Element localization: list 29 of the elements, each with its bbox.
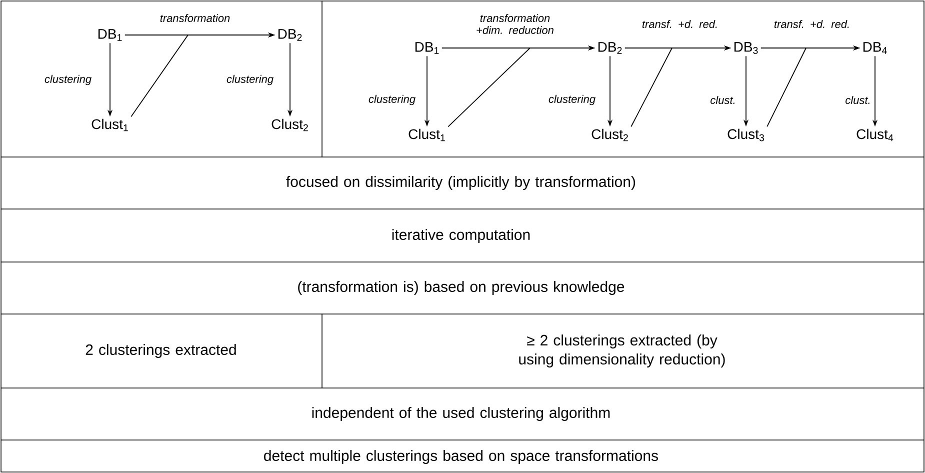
table-cell-text: (transformation is) based on previous knowledge [298, 281, 624, 295]
db-label: DB$_{3}$ [734, 42, 758, 54]
edge-label: transformation +dim. reduction [476, 14, 554, 34]
table-cell-text: focused on dissimilarity (implicitly by transformation) [286, 176, 636, 190]
edge-label: clustering [44, 74, 92, 86]
db-label: DB$_{4}$ [863, 42, 887, 54]
table-cell-text: independent of the used clustering algorithm [312, 407, 610, 421]
db-label: Clust$_{3}$ [728, 128, 764, 142]
edge-label: clustering [548, 94, 596, 106]
db-label: DB$_{1}$ [98, 29, 122, 41]
db-label: DB$_{2}$ [278, 29, 302, 41]
edge-label: clust. [710, 96, 734, 104]
edge-label: transf. +d. red. [642, 20, 717, 28]
edge-label: transformation [160, 14, 230, 22]
db-label: Clust$_{1}$ [92, 118, 128, 132]
table-cell-text: iterative computation [392, 229, 530, 243]
table-cell-text: ≥ 2 clusterings extracted (by using dimensionality reduction) [519, 334, 725, 368]
db-label: Clust$_{1}$ [408, 128, 445, 142]
edge-label: clustering [368, 94, 416, 106]
edge-label: clust. [846, 96, 870, 104]
table-cell-text: 2 clusterings extracted [86, 344, 236, 358]
db-label: Clust$_{2}$ [592, 128, 628, 142]
edge-label: clustering [226, 74, 274, 86]
edge-label: transf. +d. red. [774, 20, 849, 28]
db-label: Clust$_{2}$ [272, 118, 308, 132]
table-cell-text: detect multiple clusterings based on space transformations [264, 450, 658, 464]
db-label: DB$_{1}$ [415, 42, 439, 54]
db-label: DB$_{2}$ [598, 42, 622, 54]
db-label: Clust$_{4}$ [856, 128, 894, 142]
